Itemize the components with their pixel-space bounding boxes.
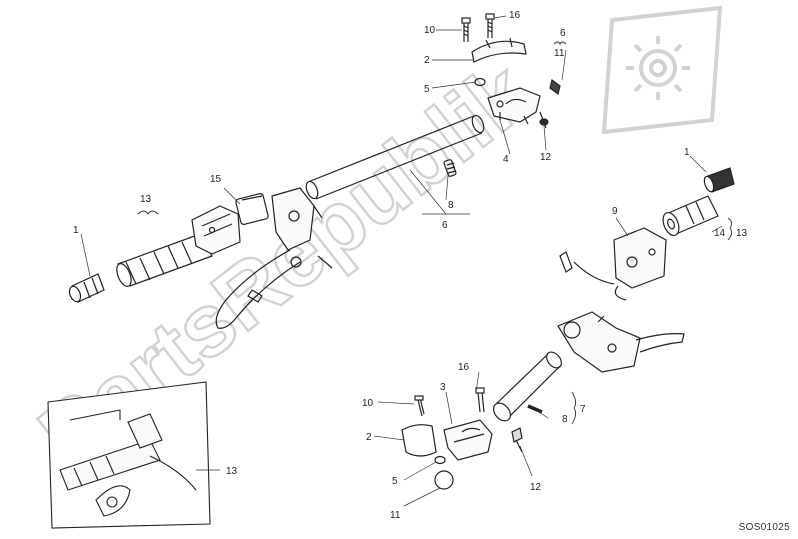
callout-2: 2: [424, 55, 430, 66]
lower-assembly: [401, 167, 735, 490]
clamp-base-part-4: [487, 87, 541, 125]
handlebar-tube: [305, 114, 485, 200]
callout-7: 7: [580, 404, 586, 415]
gear-logo-icon: [601, 5, 723, 135]
screw-part-16-lower: [475, 387, 485, 413]
callout-11: 11: [390, 510, 401, 521]
bar-end-part-1-right: [703, 167, 735, 193]
switch-housing-part-9: [559, 227, 667, 301]
left-grip: [116, 233, 213, 287]
screw-part-12-lower: [511, 427, 523, 453]
inset-view: [47, 381, 211, 529]
bar-end-part-1-left: [68, 273, 105, 303]
clamp-top-part-2: [471, 37, 527, 63]
callout-1: 1: [684, 147, 690, 158]
clutch-lever-assembly: [215, 187, 333, 329]
callout-8: 8: [562, 414, 568, 425]
callout-labels: 10 16 2 6 11 5 4 12 8 6 15 13 1 1 9 14 1…: [73, 10, 748, 521]
callout-16: 16: [458, 362, 470, 373]
upper-assembly: [68, 13, 561, 329]
screw-part-10: [461, 17, 471, 42]
callout-1: 1: [73, 225, 79, 236]
callout-13: 13: [736, 228, 748, 239]
right-grip: [662, 195, 719, 237]
callout-9: 9: [612, 206, 618, 217]
callout-13: 13: [140, 194, 152, 205]
callout-12: 12: [540, 152, 552, 163]
callout-13: 13: [226, 466, 238, 477]
callout-5: 5: [392, 476, 398, 487]
callout-10: 10: [424, 25, 436, 36]
callout-4: 4: [503, 154, 509, 165]
callout-3: 3: [440, 382, 446, 393]
button-block-part-15: [235, 193, 269, 225]
braces: [137, 41, 733, 425]
right-handlebar-tube: [493, 351, 562, 422]
washer-part-5-lower: [434, 455, 446, 465]
callout-2: 2: [366, 432, 372, 443]
pin-part-8-lower: [527, 404, 543, 414]
left-switch-housing: [191, 205, 241, 255]
plug-part-11: [549, 78, 561, 96]
callout-14: 14: [714, 228, 726, 239]
screw-part-12: [539, 111, 549, 129]
callout-16: 16: [509, 10, 521, 21]
callout-8: 8: [448, 200, 454, 211]
callout-5: 5: [424, 84, 430, 95]
drawing-code: SOS01025: [738, 522, 790, 533]
brake-master-cylinder: [557, 311, 685, 373]
cap-part-11-lower: [434, 470, 454, 490]
callout-15: 15: [210, 174, 222, 185]
callout-10: 10: [362, 398, 374, 409]
clamp-base-part-3: [443, 419, 493, 461]
leader-lines: [80, 15, 723, 507]
clamp-top-part-2-lower: [401, 424, 437, 457]
callout-12: 12: [530, 482, 542, 493]
callout-11: 11: [554, 48, 565, 59]
callout-6: 6: [560, 28, 566, 39]
callout-6: 6: [442, 220, 448, 231]
screw-part-16: [485, 13, 495, 38]
pin-part-8: [443, 159, 457, 177]
screw-part-10-lower: [414, 395, 425, 417]
